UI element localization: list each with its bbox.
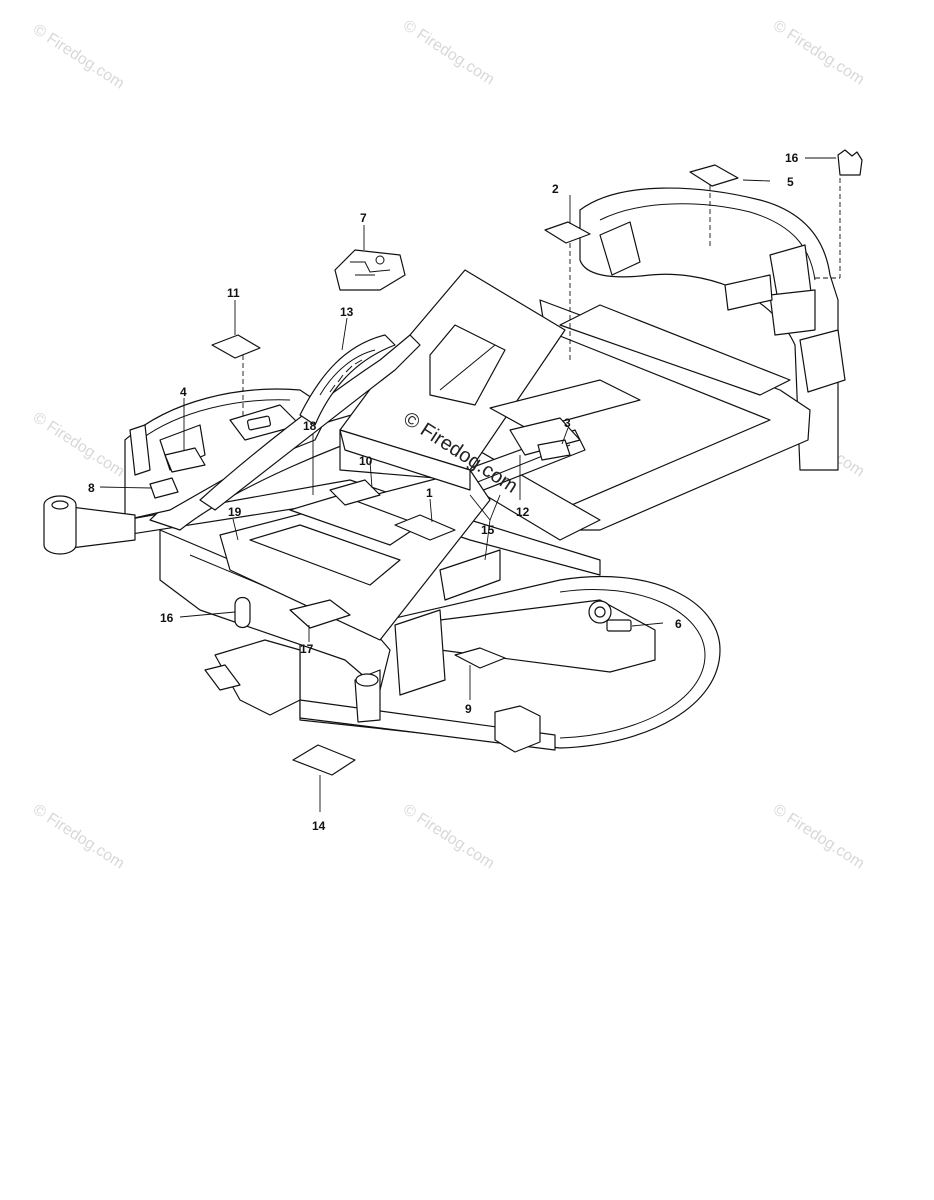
- callout-7: 7: [360, 211, 367, 225]
- decal-16-front: [234, 596, 251, 629]
- decal-18: [249, 524, 401, 586]
- callout-15: 15: [481, 523, 495, 537]
- left-fender: [124, 388, 331, 521]
- decal-10: [329, 479, 381, 506]
- front-bumper: [43, 469, 501, 723]
- callout-5: 5: [787, 175, 794, 189]
- callout-13: 13: [340, 305, 354, 319]
- callout-11: 11: [227, 286, 240, 300]
- leader-lines: [99, 157, 841, 812]
- decal-9: [454, 647, 506, 669]
- exploded-decals: [211, 149, 863, 776]
- decal-4: [164, 447, 206, 473]
- decal-8: [149, 477, 179, 499]
- callout-17: 17: [300, 642, 314, 656]
- mower-deck: [204, 575, 721, 753]
- callout-4: 4: [180, 385, 187, 399]
- callout-labels: 1 2 3 4 5 6 7 8 9 10 11 12 13 14 15 16 1…: [88, 151, 799, 833]
- rear-fender: [579, 187, 846, 471]
- decal-3: [537, 439, 571, 461]
- watermark-text: © Firedog.com: [400, 801, 497, 873]
- decal-17: [289, 599, 351, 629]
- callout-18: 18: [303, 419, 317, 433]
- decal-5: [689, 164, 739, 187]
- callout-16-top: 16: [785, 151, 799, 165]
- callout-2: 2: [552, 182, 559, 196]
- watermark-text: © Firedog.com: [30, 801, 127, 873]
- callout-12: 12: [516, 505, 530, 519]
- decal-14: [292, 744, 356, 776]
- watermark-text: © Firedog.com: [30, 409, 127, 481]
- callout-14: 14: [312, 819, 326, 833]
- decal-6: [606, 619, 632, 632]
- watermark-text: © Firedog.com: [770, 801, 867, 873]
- watermark-text: © Firedog.com: [770, 17, 867, 89]
- seat-assembly: [199, 269, 641, 511]
- callout-10: 10: [359, 454, 373, 468]
- callout-19: 19: [228, 505, 242, 519]
- callout-9: 9: [465, 702, 472, 716]
- watermark-text: © Firedog.com: [30, 21, 127, 93]
- decal-1: [394, 514, 456, 541]
- callout-3: 3: [564, 416, 571, 430]
- callout-6: 6: [675, 617, 682, 631]
- callout-8: 8: [88, 481, 95, 495]
- callout-1: 1: [426, 486, 433, 500]
- watermark-text: © Firedog.com: [400, 17, 497, 89]
- decal-15: [439, 549, 501, 601]
- decal-16-rear: [837, 149, 863, 176]
- callout-16-front: 16: [160, 611, 174, 625]
- decal-11: [211, 334, 261, 359]
- decal-2: [544, 221, 591, 244]
- decal-7: [334, 249, 406, 291]
